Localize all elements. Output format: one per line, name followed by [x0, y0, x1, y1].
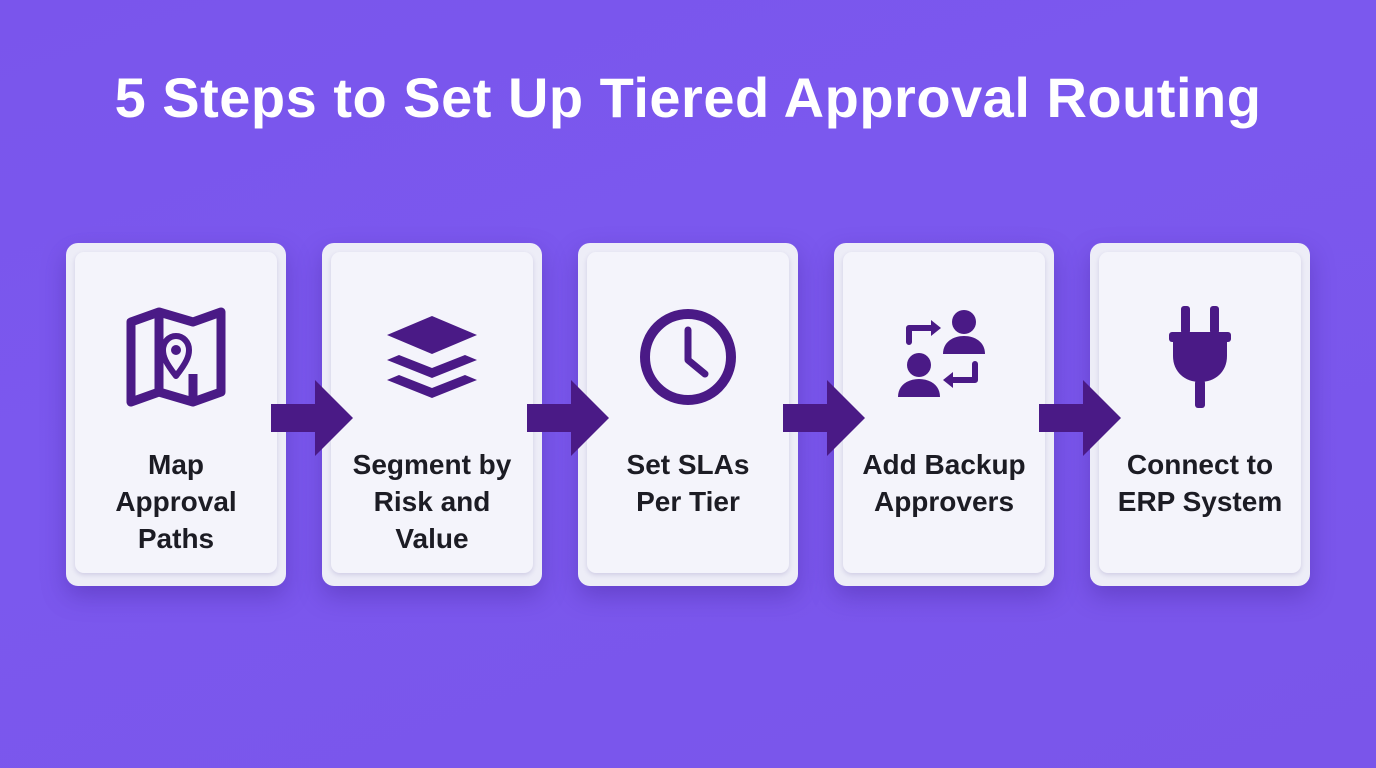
swap-users-icon — [889, 302, 999, 412]
layers-icon — [377, 302, 487, 412]
clock-icon — [633, 302, 743, 412]
arrow-right-icon — [781, 376, 867, 460]
arrow-right-icon — [269, 376, 355, 460]
map-with-pin-icon — [121, 302, 231, 412]
plug-icon — [1145, 302, 1255, 412]
diagram-title: 5 Steps to Set Up Tiered Approval Routin… — [114, 66, 1262, 129]
arrow-right-icon — [1037, 376, 1123, 460]
arrow-right-icon — [525, 376, 611, 460]
